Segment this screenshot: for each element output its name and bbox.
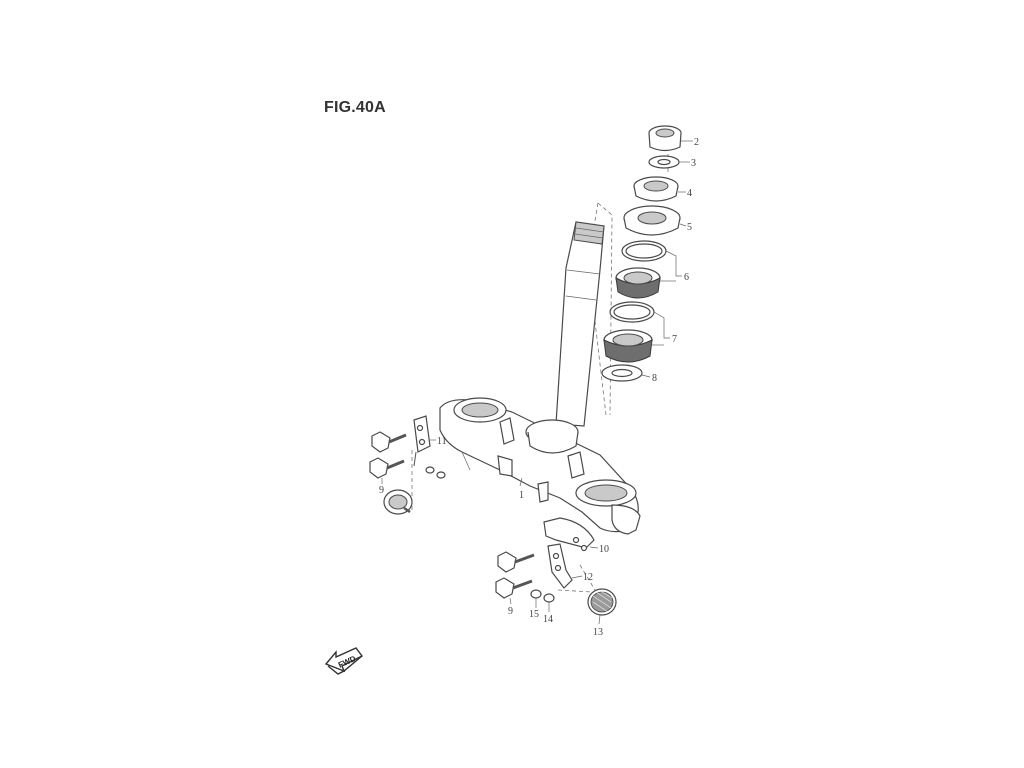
top-cone-race [623, 205, 681, 236]
callout-10: 10 [599, 544, 609, 555]
lock-nut [633, 176, 679, 202]
callout-14: 14 [543, 614, 553, 625]
reflector-upper [383, 489, 413, 515]
callout-13: 13 [593, 627, 603, 638]
callout-9-lower: 9 [508, 606, 513, 617]
figure-title: FIG.40A [324, 99, 386, 116]
steering-stem-lower-bracket [439, 221, 641, 535]
callout-12: 12 [583, 572, 593, 583]
bolt-upper-pair [369, 431, 407, 479]
callout-5: 5 [687, 222, 692, 233]
callout-3: 3 [691, 158, 696, 169]
callout-4: 4 [687, 188, 692, 199]
callout-9-upper: 9 [379, 485, 384, 496]
callout-7: 7 [672, 334, 677, 345]
lower-bracket-plate [547, 543, 573, 589]
small-nuts-lower [530, 589, 555, 603]
lower-bracket [543, 517, 595, 552]
callout-2: 2 [694, 137, 699, 148]
dust-seal [601, 364, 643, 382]
callout-1: 1 [519, 490, 524, 501]
bolt-lower-pair [495, 551, 535, 599]
callout-labels: 2 3 4 5 6 7 8 1 11 9 10 12 9 15 14 13 [379, 137, 699, 638]
leader-lines [381, 140, 693, 625]
small-nuts-upper [425, 466, 446, 479]
upper-bracket-plate [413, 415, 431, 467]
upper-bearing-set [615, 240, 667, 299]
fwd-arrow-icon: FWD [324, 647, 364, 675]
callout-11: 11 [437, 436, 447, 447]
washer [648, 155, 680, 169]
stem-nut [648, 125, 682, 152]
reflector-lower [587, 588, 617, 616]
lower-bearing-set [603, 301, 655, 363]
callout-15: 15 [529, 609, 539, 620]
callout-6: 6 [684, 272, 689, 283]
callout-8: 8 [652, 373, 657, 384]
